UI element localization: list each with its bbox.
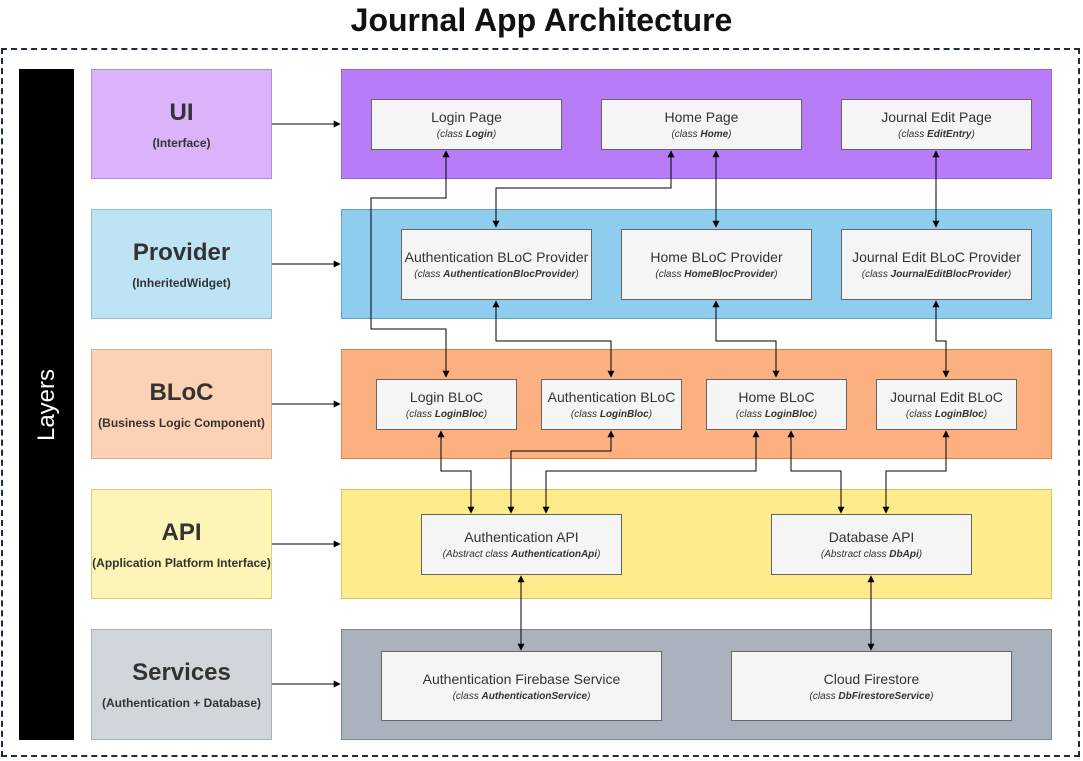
box-class: (class LoginBloc) [735,409,818,420]
cloud-firestore-box: Cloud Firestore (class DbFirestoreServic… [731,651,1012,721]
connector-home-bloc-auth-api [542,430,760,514]
layer-subtitle: (Application Platform Interface) [92,555,271,570]
layers-bar: Layers [19,69,74,740]
layer-name: UI [169,98,194,126]
box-class: (Abstract class DbApi) [820,549,923,560]
connector-login-page-login-bloc [370,150,450,378]
layer-label-provider: Provider (InheritedWidget) [91,209,272,319]
box-name: Home BLoC Provider [650,249,783,265]
database-api-box: Database API (Abstract class DbApi) [771,514,972,575]
box-class: (class AuthenticationService) [452,690,591,702]
layer-subtitle: (Authentication + Database) [101,696,262,710]
layer-name: Services [132,659,231,686]
box-class: (class HomeBlocProvider) [655,269,778,280]
connector-auth-provider-auth-bloc [492,300,615,378]
box-class: (class Home) [671,129,732,140]
box-name: Home Page [664,109,739,125]
connector-edit-provider-edit-bloc [932,300,950,378]
layers-frame [1,48,1080,757]
box-name: Cloud Firestore [823,670,920,687]
auth-bloc-box: Authentication BLoC (class LoginBloc) [541,379,682,430]
connector-edit-bloc-database-api [882,430,950,514]
layer-subtitle: (InheritedWidget) [132,275,231,290]
home-bloc-provider-box: Home BLoC Provider (class HomeBlocProvid… [621,229,812,300]
layer-label-ui: UI (Interface) [91,69,272,179]
connector-home-provider-home-bloc [712,300,780,378]
connector-auth-bloc-auth-api [507,430,615,514]
box-class: (class LoginBloc) [905,409,988,420]
box-class: (class EditEntry) [898,129,975,140]
box-name: Login BLoC [409,389,484,405]
layer-label-api: API (Application Platform Interface) [91,489,272,599]
connector-home-bloc-database-api [787,430,845,514]
home-page-box: Home Page (class Home) [601,99,802,150]
box-name: Journal Edit BLoC [890,389,1003,405]
connector-home-page-auth-provider [492,150,675,228]
box-name: Home BLoC [738,389,815,405]
layer-subtitle: (Business Logic Component) [98,415,265,430]
box-name: Journal Edit BLoC Provider [852,249,1021,265]
layer-name: Provider [132,238,231,266]
box-name: Authentication API [464,529,579,545]
auth-firebase-service-box: Authentication Firebase Service (class A… [381,651,662,721]
box-class: (class AuthenticationBlocProvider) [414,269,579,280]
box-class: (class LoginBloc) [570,409,653,420]
box-class: (Abstract class AuthenticationApi) [442,549,601,560]
box-name: Login Page [431,109,502,125]
diagram-title: Journal App Architecture [350,2,733,38]
box-name: Authentication BLoC [547,389,676,405]
layer-label-bloc: BLoC (Business Logic Component) [91,349,272,459]
journal-edit-bloc-box: Journal Edit BLoC (class LoginBloc) [876,379,1017,430]
box-class: (class JournalEditBlocProvider) [861,269,1012,280]
connector-login-bloc-auth-api [437,430,475,514]
layer-name: API [161,518,202,546]
layer-subtitle: (Interface) [152,135,211,150]
box-name: Journal Edit Page [881,109,992,125]
journal-edit-bloc-provider-box: Journal Edit BLoC Provider (class Journa… [841,229,1032,300]
login-bloc-box: Login BLoC (class LoginBloc) [376,379,517,430]
box-name: Database API [828,529,915,545]
layer-label-services: Services (Authentication + Database) [91,629,272,740]
box-class: (class LoginBloc) [405,409,488,420]
journal-edit-page-box: Journal Edit Page (class EditEntry) [841,99,1032,150]
layer-name: BLoC [149,378,214,406]
box-class: (class Login) [436,129,497,140]
auth-bloc-provider-box: Authentication BLoC Provider (class Auth… [401,229,592,300]
auth-api-box: Authentication API (Abstract class Authe… [421,514,622,575]
box-class: (class DbFirestoreService) [809,690,934,702]
box-name: Authentication BLoC Provider [404,249,589,265]
login-page-box: Login Page (class Login) [371,99,562,150]
box-name: Authentication Firebase Service [422,670,621,687]
home-bloc-box: Home BLoC (class LoginBloc) [706,379,847,430]
